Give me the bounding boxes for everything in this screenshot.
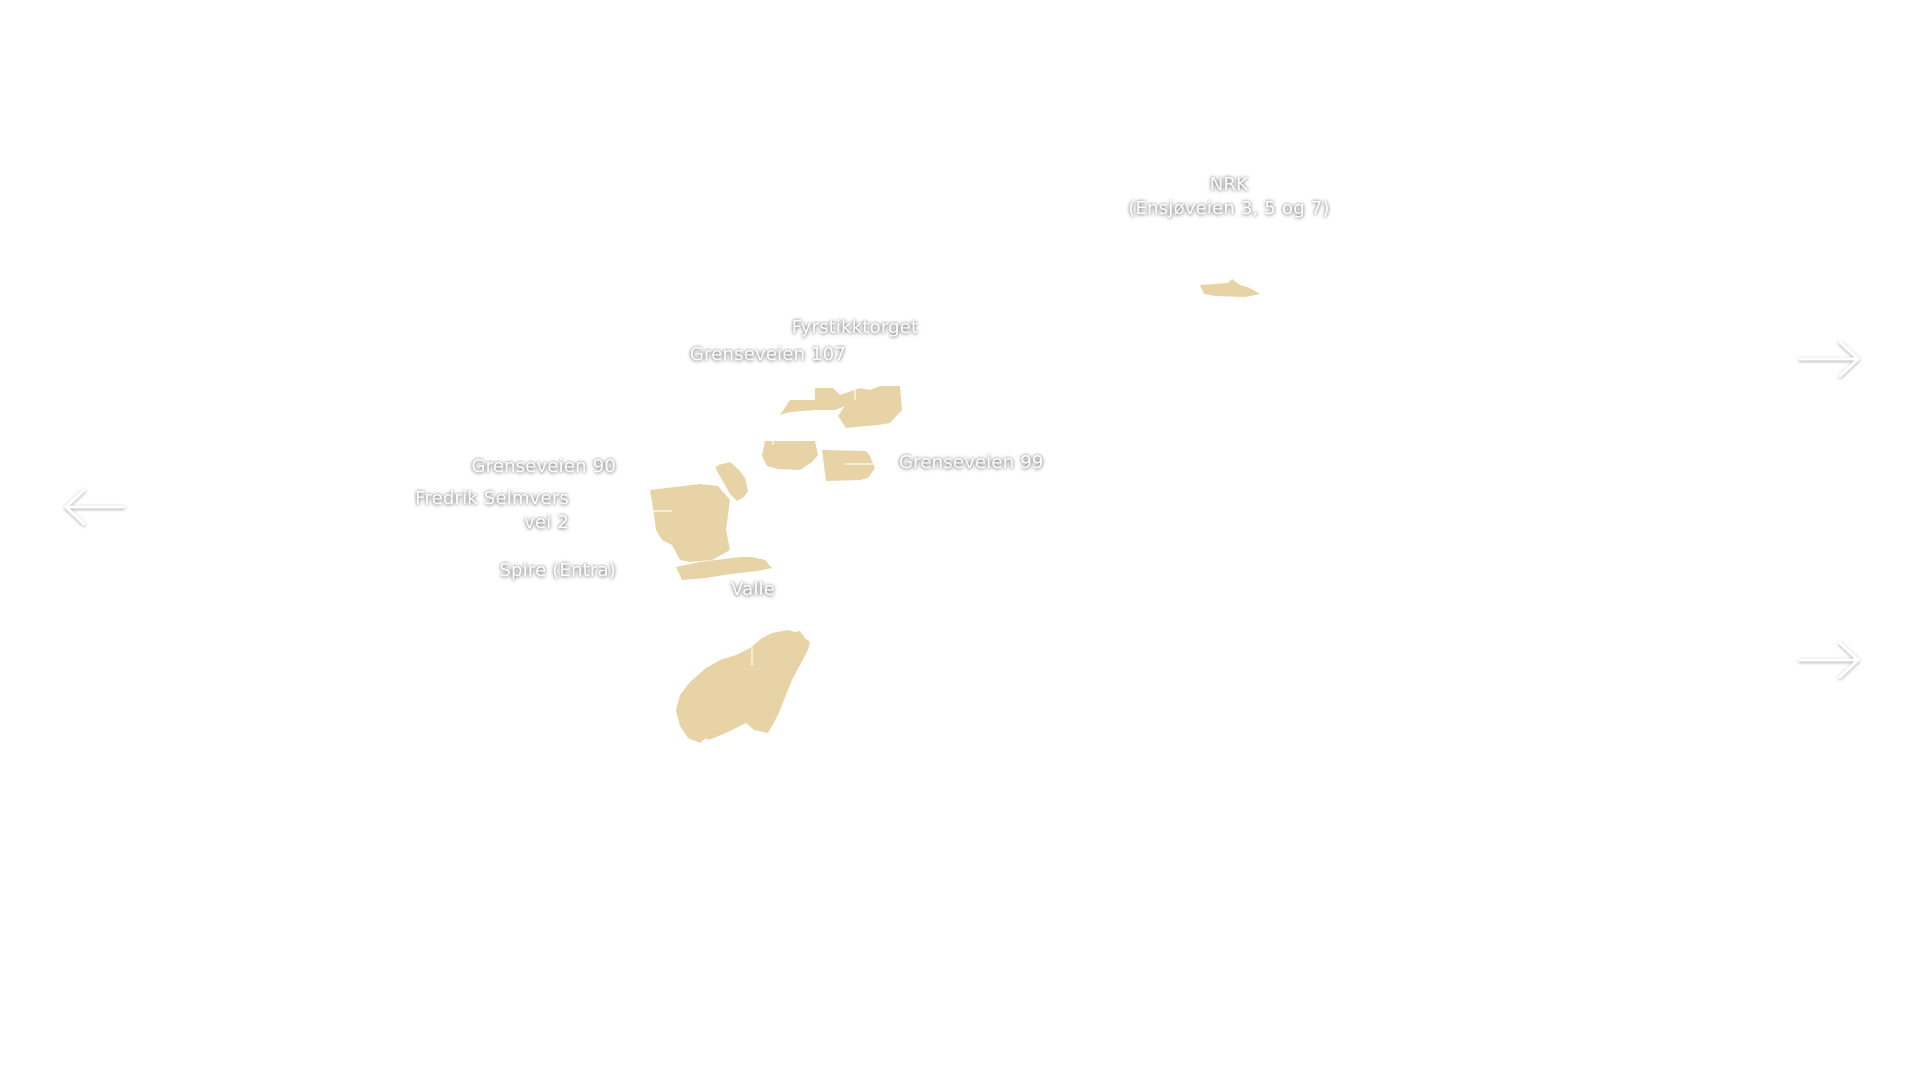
parcel-valle[interactable]: [676, 630, 810, 743]
parcel-grenseveien-99-north[interactable]: [762, 441, 818, 470]
parcel-nrk[interactable]: [1200, 279, 1260, 297]
label-grenseveien-90[interactable]: Grenseveien 90: [471, 456, 616, 477]
label-nrk[interactable]: NRK (Ensjøveien 3, 5 og 7): [1128, 173, 1329, 221]
arrow-right-icon[interactable]: [1798, 340, 1860, 378]
arrow-left-icon[interactable]: [64, 488, 126, 526]
parcel-fyrstikktorget[interactable]: [838, 386, 902, 428]
arrow-right-icon[interactable]: [1798, 641, 1860, 679]
label-nrk-line2: (Ensjøveien 3, 5 og 7): [1128, 198, 1330, 219]
parcel-grenseveien-99[interactable]: [822, 450, 875, 481]
parcel-fredrik-selmvers-vei-2[interactable]: [650, 484, 730, 562]
label-grenseveien-107[interactable]: Grenseveien 107: [689, 344, 847, 365]
label-nrk-line1: NRK: [1209, 174, 1249, 195]
label-valle[interactable]: Valle: [730, 579, 776, 600]
parcel-grenseveien-90[interactable]: [715, 462, 748, 501]
parcel-grenseveien-107[interactable]: [780, 388, 848, 415]
parcel-spire-entra[interactable]: [676, 557, 772, 580]
label-spire-entra[interactable]: Spire (Entra): [499, 560, 616, 581]
label-fredrik-line2: vei 2: [524, 512, 569, 533]
label-fyrstikktorget[interactable]: Fyrstikktorget: [791, 317, 919, 338]
label-fredrik-line1: Fredrik Selmvers: [415, 488, 569, 509]
label-fredrik-selmvers-vei-2[interactable]: Fredrik Selmvers vei 2: [415, 487, 569, 535]
label-grenseveien-99[interactable]: Grenseveien 99: [899, 452, 1044, 473]
